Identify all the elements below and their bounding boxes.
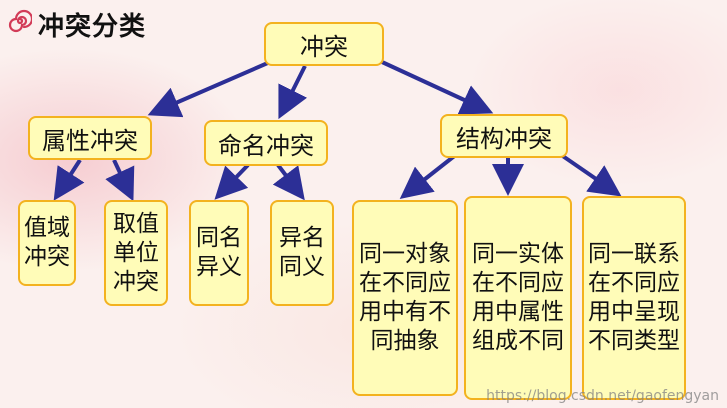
- node-naming-conflict: 命名冲突: [204, 120, 328, 166]
- arrow-attr-leaf2: [105, 159, 135, 202]
- spiral-logo-icon: [8, 9, 32, 33]
- leaf-value-domain-conflict: 值域冲突: [18, 200, 76, 286]
- watermark: https://blog.csdn.net/gaofengyan: [486, 388, 719, 404]
- node-root: 冲突: [264, 22, 384, 66]
- node-attribute-conflict: 属性冲突: [28, 116, 152, 160]
- leaf-struct-relationship-type: 同一联系在不同应用中呈现不同类型: [582, 196, 686, 400]
- node-structural-conflict: 结构冲突: [440, 114, 568, 158]
- arrow-attr-leaf1: [53, 158, 85, 201]
- leaf-value-unit-conflict: 取值单位冲突: [104, 200, 168, 306]
- arrow-name-leaf1: [214, 163, 250, 200]
- arrow-struct-leaf3: [552, 148, 622, 197]
- arrow-root-name: [278, 65, 308, 120]
- arrow-root-struct: [381, 60, 494, 115]
- leaf-homonym: 同名异义: [189, 200, 249, 306]
- page-title: 冲突分类: [38, 12, 147, 42]
- arrow-name-leaf2: [272, 163, 305, 201]
- arrow-root-attr: [147, 60, 271, 118]
- leaf-struct-abstraction: 同一对象在不同应用中有不同抽象: [352, 200, 458, 396]
- leaf-struct-attribute-composition: 同一实体在不同应用中属性组成不同: [464, 196, 572, 400]
- leaf-synonym: 异名同义: [270, 200, 334, 306]
